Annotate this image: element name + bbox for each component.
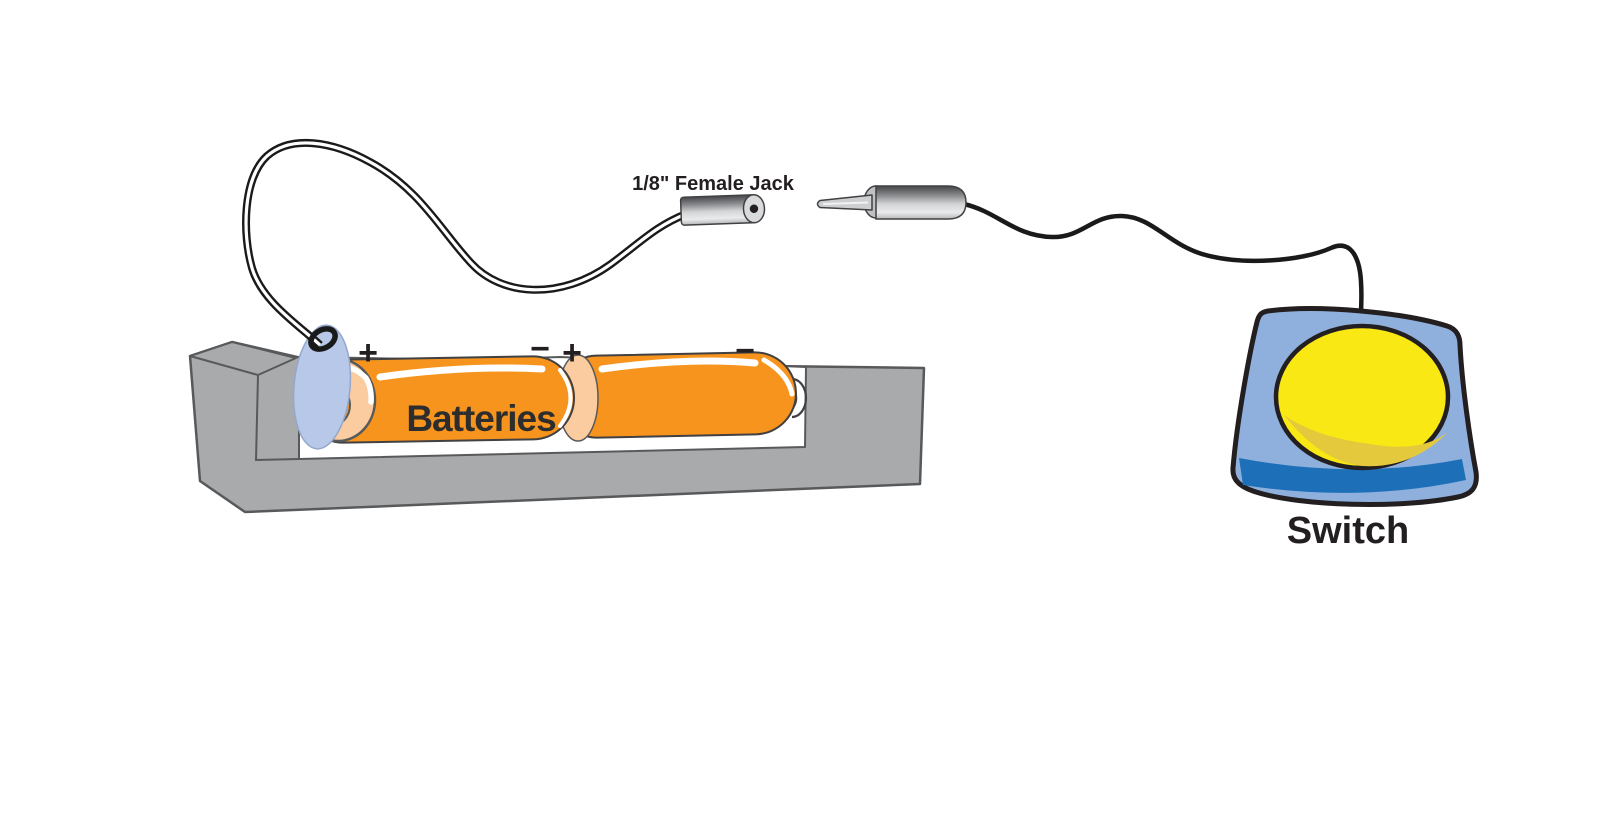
switch-button [1273,323,1451,471]
switch-base-band [1239,458,1466,493]
battery-left-gloss [376,364,546,381]
battery-right-gloss [598,357,759,373]
wire-battery-to-jack [242,138,688,352]
battery-right-end-gloss [761,357,795,397]
male-plug-body [875,185,967,220]
polarity-plus-left: + [358,334,378,372]
batteries-label: Batteries [406,398,556,439]
contact-oval [292,324,352,450]
battery-holder: + − + − Batteries [188,324,926,514]
switch-label: Switch [1287,510,1409,552]
holder-left-block-inner-edge [254,374,300,462]
wire-plug-to-switch [963,201,1364,316]
polarity-minus-right: − [735,332,755,370]
switch-button-shade [1284,415,1448,467]
male-plug [816,185,967,220]
female-jack-hole [749,204,759,213]
male-plug-pin-highlight [822,201,869,205]
female-jack-label: 1/8" Female Jack [632,173,795,195]
wire-end-loop [308,326,338,352]
holder-left-block-top-face [189,341,297,376]
female-jack [679,193,766,226]
battery-junction-gloss [558,368,573,428]
polarity-minus-mid: − [530,330,550,368]
polarity-plus-mid: + [562,334,582,372]
switch [1230,306,1479,507]
